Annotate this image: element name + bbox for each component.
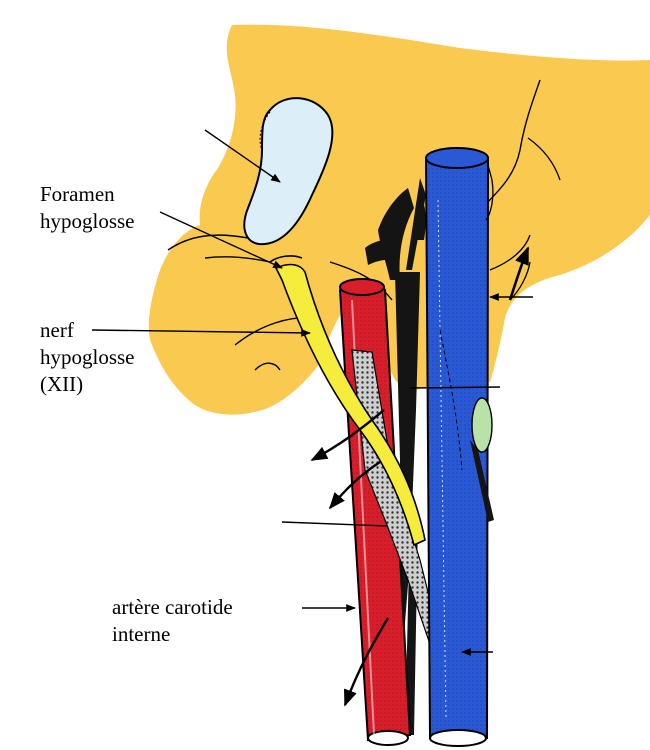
pointer-line	[409, 386, 501, 389]
label-artere-carotide-interne: artère carotide interne	[112, 594, 233, 648]
bone-contour-line	[479, 79, 541, 211]
vagus-nerve	[470, 440, 494, 522]
label-line: interne	[112, 622, 171, 646]
label-line: nerf	[40, 318, 74, 342]
lymph-node-green	[471, 397, 493, 453]
pointer-line	[91, 328, 311, 337]
pointer-line	[281, 521, 389, 527]
pointer-line	[204, 129, 281, 183]
hypoglossal-nerve	[274, 263, 426, 547]
branch-arrow	[343, 617, 390, 707]
pointer-line	[159, 211, 283, 269]
label-line: hypoglosse	[40, 209, 135, 233]
bone-contour-line	[204, 256, 271, 263]
foramen-opening	[243, 97, 334, 246]
label-line: hypoglosse	[40, 345, 135, 369]
label-line: Foramen	[40, 182, 115, 206]
nerve-bundle-black	[406, 178, 426, 270]
branch-arrow	[508, 246, 530, 301]
label-line: (XII)	[40, 372, 84, 396]
bone-contour-line	[329, 261, 393, 301]
artery-cut-end	[339, 278, 385, 296]
label-foramen-hypoglosse: Foramen hypoglosse	[40, 181, 135, 235]
label-line: artère carotide	[112, 595, 233, 619]
bone-contour-line	[254, 362, 281, 371]
branch-arrow	[328, 460, 381, 510]
branch-arrow	[310, 409, 385, 462]
bone-contour-line	[167, 234, 249, 251]
vein-lumen	[429, 729, 487, 747]
label-nerf-hypoglosse: nerf hypoglosse (XII)	[40, 317, 135, 398]
nerve-bundle-black	[365, 240, 398, 265]
artery-lumen	[367, 730, 409, 746]
bone-contour-line	[527, 137, 561, 181]
vein-cut-end	[425, 147, 489, 169]
